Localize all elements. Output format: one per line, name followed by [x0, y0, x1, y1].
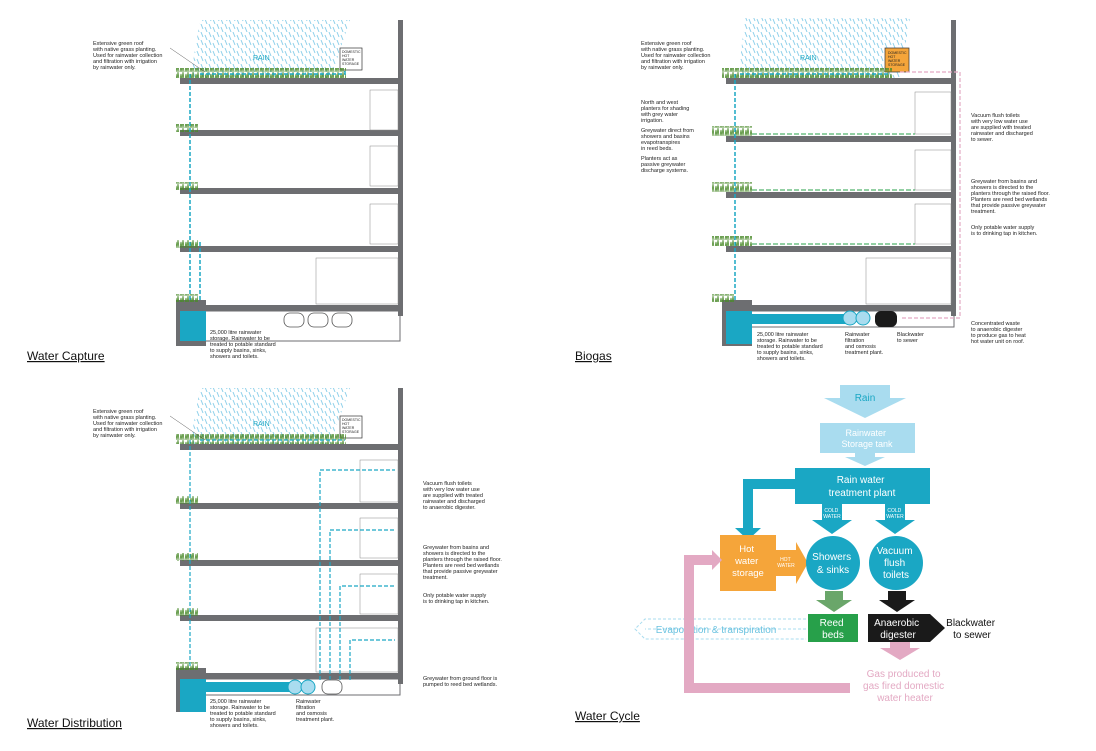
greywater-basins-note: Greywater from basins and showers is dir…: [971, 179, 1051, 215]
rainwater-pipe: [734, 73, 890, 300]
planters-note: Planters act as passive greywater discha…: [641, 156, 689, 174]
storage-tank: [820, 423, 915, 453]
panel-title-distribution: Water Distribution: [27, 716, 122, 730]
roof-note: Extensive green roof with native grass p…: [640, 41, 712, 71]
anaerobic-digester: [868, 614, 945, 642]
hot-water-storage-box: [339, 415, 363, 439]
cold-water-arrow-2: [875, 504, 915, 534]
rain-text: Rain: [855, 393, 876, 404]
storage-note: 25,000 litre rainwater storage. Rainwate…: [757, 332, 824, 362]
filtration-note: Rainwater filtration and osmosis treatme…: [296, 699, 335, 723]
panel-water-capture: RAIN DOMESTIC HOT WATER STORAGE: [27, 20, 403, 363]
treatment-plant-label: Rain water treatment plant: [829, 475, 896, 499]
evaporation-label: Evaporation & transpiration: [656, 625, 777, 636]
rain-area: [190, 20, 350, 80]
vacuum-note: Vacuum flush toilets with very low water…: [422, 481, 486, 511]
hot-water-storage-label: Hot water storage: [732, 544, 764, 579]
hot-water-box-label: DOMESTIC HOT WATER STORAGE: [342, 418, 361, 434]
gas-label: Gas produced to gas fired domestic water…: [863, 669, 947, 704]
storage-note: 25,000 litre rainwater storage. Rainwate…: [210, 699, 277, 729]
treatment-plant: [287, 679, 303, 695]
green-roof: [176, 434, 346, 444]
panel-title-cycle: Water Cycle: [575, 709, 640, 723]
anaerobic-digester: [875, 311, 897, 327]
roof-note: Extensive green roof with native grass p…: [92, 41, 164, 71]
treatment-plant: [842, 310, 858, 326]
hot-water-arrow-label: HOT WATER: [777, 557, 795, 569]
panel-title-capture: Water Capture: [27, 349, 105, 363]
storage-tank-label: Rainwater Storage tank: [841, 428, 893, 449]
panel-water-distribution: RAIN DOMESTIC HOT WATER STORAGE: [27, 388, 503, 730]
greywater-basins-note: Greywater from basins and showers is dir…: [423, 545, 503, 581]
rain-area: [190, 388, 350, 444]
planter-note: North and west planters for shading with…: [640, 100, 691, 124]
ground-note: Greywater from ground floor is pumped to…: [423, 676, 499, 688]
panel-title-biogas: Biogas: [575, 349, 612, 363]
vacuum-toilets: [869, 536, 923, 590]
potable-note: Only potable water supply is to drinking…: [423, 593, 490, 605]
cold-to-hot-pipe: [743, 479, 795, 530]
blackwater-label: Blackwater to sewer: [946, 618, 998, 641]
treatment-plant: [795, 468, 930, 504]
rain-label: RAIN: [800, 55, 817, 62]
digester-label: Anaerobic digester: [874, 618, 922, 641]
showers-sinks: [806, 536, 860, 590]
cold-water-2-label: COLD WATER: [886, 508, 904, 520]
cold-water-arrow-1: [812, 504, 852, 534]
potable-note: Only potable water supply is to drinking…: [971, 225, 1038, 237]
distribution-pipes: [189, 439, 395, 680]
hot-water-box-label: DOMESTIC HOT WATER STORAGE: [342, 50, 361, 66]
greywater-pipes: [752, 133, 915, 245]
gas-return-pipe: [684, 555, 850, 693]
reed-beds-label: Reed beds: [820, 618, 847, 641]
blackwater-note: Blackwater to sewer: [897, 332, 925, 344]
reed-beds: [808, 614, 858, 642]
green-roof: [176, 68, 346, 78]
showers-label: Showers & sinks: [812, 552, 854, 576]
concentrated-note: Concentrated waste to anaerobic digester…: [971, 321, 1027, 345]
rain-label: RAIN: [253, 421, 270, 428]
rain-arrow: [824, 385, 906, 418]
greywater-note: Greywater direct from showers and basins…: [641, 128, 695, 152]
toilets-label: Vacuum flush toilets: [877, 546, 916, 581]
cold-water-1-label: COLD WATER: [823, 508, 841, 520]
panel-water-cycle: Rain Rainwater Storage tank Rain water t…: [575, 385, 998, 723]
hot-water-storage-box: [339, 47, 363, 71]
rain-area: [738, 18, 910, 78]
filtration-note: Rainwater filtration and osmosis treatme…: [845, 332, 884, 356]
hot-water-box-label: DOMESTIC HOT WATER STORAGE: [888, 51, 907, 67]
rainwater-pipe: [189, 70, 346, 300]
roof-note: Extensive green roof with native grass p…: [92, 409, 164, 439]
hot-water-arrow: [776, 542, 808, 584]
gas-pipe: [900, 71, 961, 319]
storage-note: 25,000 litre rainwater storage. Rainwate…: [210, 330, 277, 360]
rainwater-storage-tank: [180, 311, 206, 341]
rain-label: RAIN: [253, 55, 270, 62]
hot-water-storage: [720, 535, 776, 591]
rainwater-storage-tank: [726, 311, 752, 344]
rainwater-storage-tank: [180, 679, 206, 712]
vacuum-note: Vacuum flush toilets with very low water…: [970, 113, 1034, 143]
panel-biogas: RAIN DOMESTIC HOT WATER STORAGE: [575, 18, 1051, 363]
green-roof: [722, 68, 892, 78]
